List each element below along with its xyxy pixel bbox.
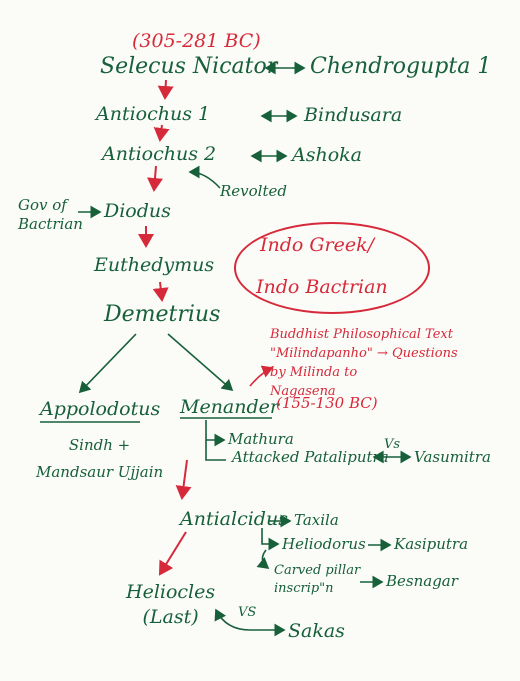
arrow-antiochus2-diodus: [147, 165, 163, 192]
arrow-revolted: [188, 165, 221, 189]
kasiputra: Kasiputra: [394, 535, 469, 553]
sakas: Sakas: [288, 620, 345, 642]
taxila: Taxila: [294, 511, 339, 529]
ashoka: Ashoka: [292, 144, 362, 166]
attacked-pataliputra: Attacked Pataliputra: [232, 448, 389, 466]
arrow-demetrius-menander: [167, 333, 234, 392]
arrow-antialcidus-heliocles: [158, 531, 187, 576]
heliocles: Heliocles (Last): [126, 581, 216, 628]
antialcidus: Antialcidus: [180, 508, 288, 530]
gov-of-bactrian: Gov of Bactrian: [18, 196, 83, 233]
sindh-region: Sindh + Mandsaur Ujjain: [36, 436, 164, 481]
antiochus-1: Antiochus 1: [96, 103, 211, 125]
menander-dates: (155-130 BC): [276, 394, 378, 412]
arrow-demetrius-appolodotus: [78, 333, 137, 394]
mathura: Mathura: [228, 430, 294, 448]
arrow-menander-antialcidus: [175, 459, 192, 500]
indo-bactrian-label: Indo Bactrian: [256, 276, 388, 298]
arrow-seleucus-antiochus1: [157, 79, 174, 100]
buddhist-text-note: Buddhist Philosophical Text "Milindapanh…: [270, 327, 458, 399]
vs-label-2: VS: [238, 605, 257, 620]
menander: Menander: [180, 396, 279, 418]
arrow-antiochus1-antiochus2: [153, 124, 170, 142]
euthedymus: Euthedymus: [94, 254, 215, 276]
arrow-to-buddhist-text: [249, 365, 274, 387]
chandragupta: Chendrogupta 1: [310, 54, 492, 79]
besnagar: Besnagar: [386, 572, 458, 590]
appolodotus: Appolodotus: [40, 398, 161, 420]
arrow-antialcidus-heliodorus: [261, 528, 280, 551]
demetrius: Demetrius: [104, 302, 221, 327]
indo-greek-oval: [234, 222, 430, 314]
arrow-menander-mathura: [205, 420, 226, 447]
carved-pillar: Carved pillar inscrip"n: [274, 563, 361, 596]
revolted-label: Revolted: [220, 182, 287, 200]
antiochus-2: Antiochus 2: [102, 143, 217, 165]
indo-greek-label: Indo Greek/: [260, 234, 375, 256]
seleucus-dates: (305-281 BC): [132, 30, 261, 52]
arrow-menander-pataliputra: [205, 440, 226, 461]
arrow-euthedymus-demetrius: [152, 281, 169, 302]
arrow-heliocles-sakas: [214, 608, 286, 637]
vs-label-1: Vs: [384, 437, 401, 452]
heliodorus: Heliodorus: [282, 535, 366, 553]
diodus: Diodus: [104, 200, 171, 222]
bindusara: Bindusara: [304, 104, 403, 126]
seleucus-nicator: Selecus Nicator: [100, 54, 278, 79]
arrow-heliodorus-pillar: [256, 549, 270, 570]
vasumitra: Vasumitra: [414, 448, 491, 466]
